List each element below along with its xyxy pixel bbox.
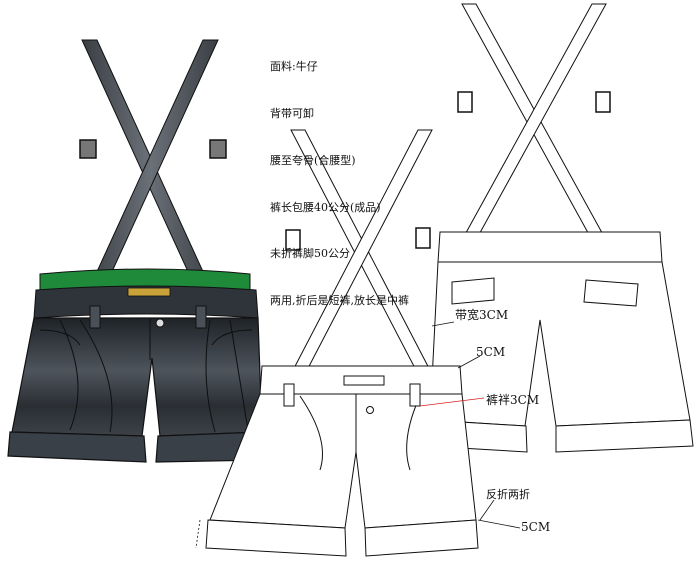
spec-straps-removable: 背带可卸 — [270, 106, 314, 120]
front-view-sketch — [205, 129, 479, 557]
spec-notes: 面料:牛仔 背带可卸 腰至夸骨(合腰型) 裤长包腰40公分(成品) 未折裤脚50… — [270, 28, 409, 324]
front-left-pocket — [299, 395, 323, 471]
colored-brand-label — [127, 287, 171, 297]
callout-cuff-fold: 反折两折 — [486, 488, 530, 501]
front-brand-label — [343, 375, 385, 386]
back-suspender-straps — [457, 3, 611, 241]
front-belt-loop-left — [283, 383, 295, 407]
denim-shorts-colored — [7, 39, 265, 463]
front-right-cuff — [364, 519, 479, 557]
belt-loop-leader — [419, 397, 485, 407]
callout-strap-width: 带宽3CM — [455, 308, 509, 322]
spec-fabric: 面料:牛仔 — [270, 60, 318, 74]
back-waistband — [437, 231, 663, 263]
colored-shorts-body — [11, 317, 263, 437]
front-waist-button — [366, 406, 374, 414]
colored-waist-button — [155, 318, 165, 328]
spec-length-finished: 裤长包腰40公分(成品) — [270, 200, 381, 214]
back-view-sketch — [425, 3, 694, 453]
spec-convertible: 两用,折后是短裤,放长是中裤 — [270, 294, 409, 308]
spec-waist-fit: 腰至夸骨(合腰型) — [270, 153, 356, 167]
colored-suspender-straps — [79, 39, 227, 301]
spec-length-unfolded: 未折裤脚50公分 — [270, 247, 350, 261]
callout-cuff-height: 5CM — [521, 520, 551, 534]
callout-belt-loop: 裤袢3CM — [486, 393, 540, 407]
colored-shorts-details — [39, 318, 253, 433]
front-left-cuff — [205, 519, 347, 557]
front-belt-loop-right — [409, 383, 421, 407]
colored-belt-loop-right — [195, 305, 207, 329]
back-left-pocket — [451, 277, 495, 305]
callout-leaders — [195, 321, 521, 549]
back-right-pocket — [583, 279, 639, 307]
colored-belt-loop-left — [89, 305, 101, 329]
colored-left-cuff — [7, 431, 147, 463]
callout-waist-height: 5CM — [476, 345, 506, 359]
back-right-cuff — [555, 419, 694, 453]
